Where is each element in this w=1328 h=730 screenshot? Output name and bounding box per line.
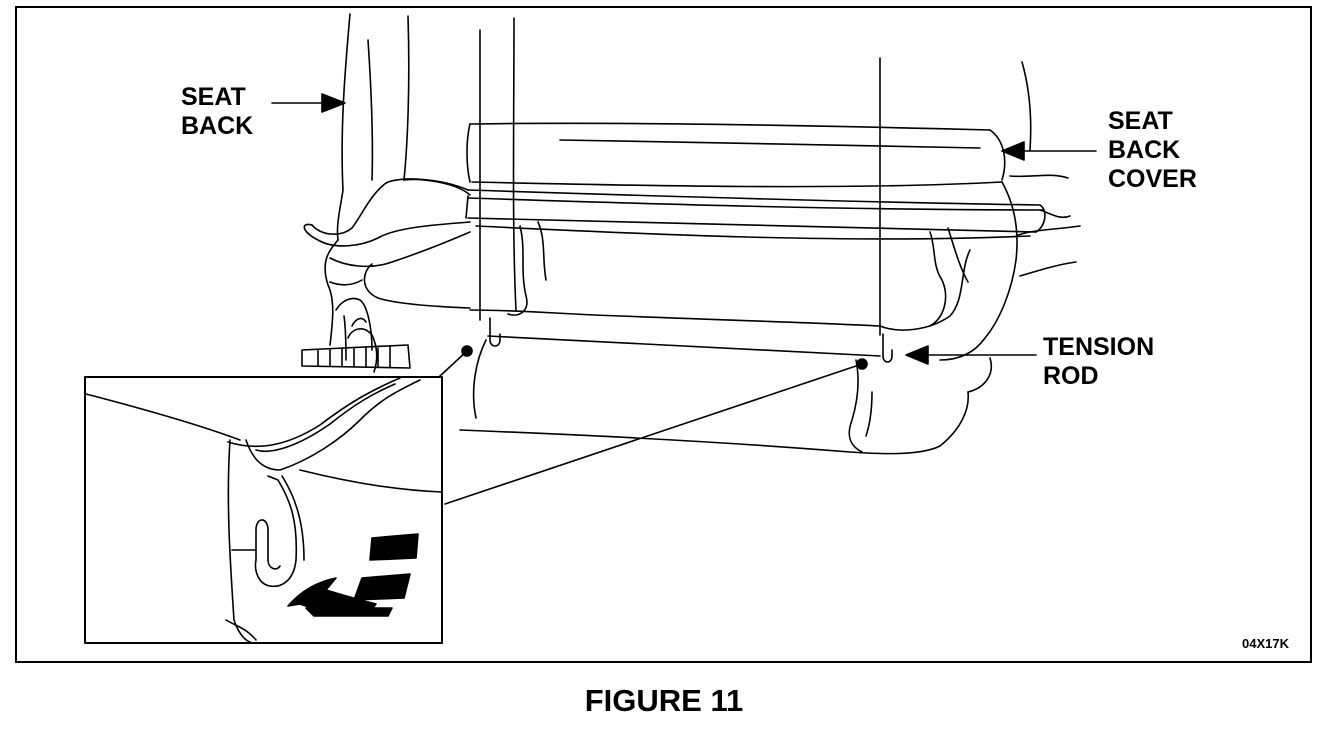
recliner-lever [301, 328, 411, 373]
detail-inset [84, 376, 443, 644]
image-code: 04X17K [1242, 636, 1289, 651]
callout-arrows [271, 93, 1097, 365]
tension-rod-label: TENSION ROD [1043, 333, 1154, 391]
seat-back-cover-label: SEAT BACK COVER [1108, 107, 1197, 194]
figure-frame [15, 6, 1312, 663]
tension-rod [487, 317, 893, 363]
seat-frame-rods [479, 17, 881, 336]
tension-rod-label-line-1: TENSION [1043, 333, 1155, 361]
seat-back-cover-label-line-2: BACK [1108, 136, 1181, 164]
seat-cushion [459, 339, 992, 455]
seat-back-label: SEAT BACK [181, 83, 253, 141]
seat-back-label-line-2: BACK [181, 112, 254, 140]
seat-back-cover-label-line-1: SEAT [1108, 107, 1173, 135]
seat-back-label-line-1: SEAT [181, 83, 246, 111]
detail-leaders [439, 345, 868, 505]
cover-drape [469, 181, 1018, 361]
fabric-fold-left [303, 178, 471, 361]
figure-caption: FIGURE 11 [584, 683, 744, 718]
seat-back-right [1009, 61, 1081, 277]
seat-back-cover-label-line-3: COVER [1108, 165, 1197, 193]
tension-rod-label-line-2: ROD [1043, 362, 1099, 390]
seat-back-cover [465, 122, 1046, 240]
